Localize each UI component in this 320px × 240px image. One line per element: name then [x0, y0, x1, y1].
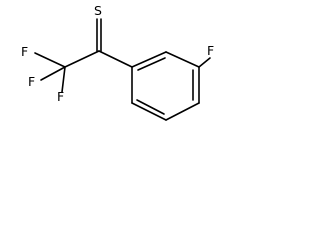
atom-label-fluorine-top-left: F [21, 44, 28, 59]
bond-thiocarbonyl-ring [98, 50, 133, 68]
chemical-structure-diagram: S F F F F [21, 3, 214, 121]
atom-label-sulfur: S [94, 3, 102, 18]
ring-inner-double-1 [137, 57, 166, 71]
atom-label-fluorine-ring: F [207, 43, 214, 58]
bond-cf3-thiocarbonyl [64, 50, 100, 68]
ring-bond-1 [131, 51, 167, 68]
atom-label-fluorine-left: F [28, 74, 35, 89]
ring-bond-4 [165, 102, 200, 121]
bond-c-f-left [40, 66, 66, 81]
bond-c-f-bottom [61, 66, 66, 93]
ring-inner-double-3 [136, 99, 165, 115]
atom-label-fluorine-bottom: F [57, 89, 64, 104]
ring-bond-2 [165, 51, 200, 68]
bond-ring-f [198, 57, 211, 68]
ring-bond-5 [131, 102, 167, 121]
bond-c-f-top-left [34, 52, 66, 68]
